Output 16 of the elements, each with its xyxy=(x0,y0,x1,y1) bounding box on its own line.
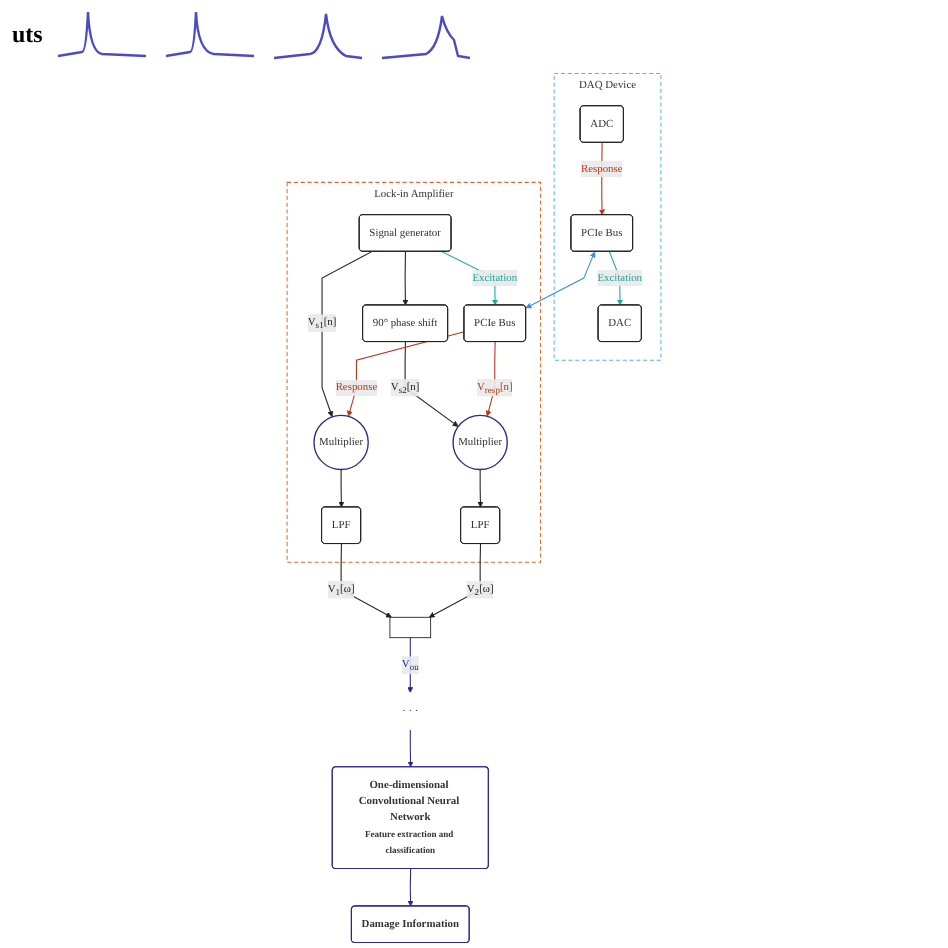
arrow xyxy=(428,543,482,618)
arrow xyxy=(441,251,499,306)
arrow xyxy=(407,728,414,768)
arrow xyxy=(599,142,605,216)
node-box xyxy=(389,616,432,639)
row-label: uts xyxy=(12,19,43,49)
arrow xyxy=(407,868,414,907)
arrow xyxy=(338,469,345,508)
arrow xyxy=(477,469,484,508)
arrow xyxy=(525,251,596,309)
arrow xyxy=(485,341,496,417)
arrow xyxy=(321,251,373,418)
arrow xyxy=(404,341,459,427)
arrow xyxy=(608,251,623,306)
arrow xyxy=(402,251,409,306)
arrow xyxy=(340,543,392,618)
